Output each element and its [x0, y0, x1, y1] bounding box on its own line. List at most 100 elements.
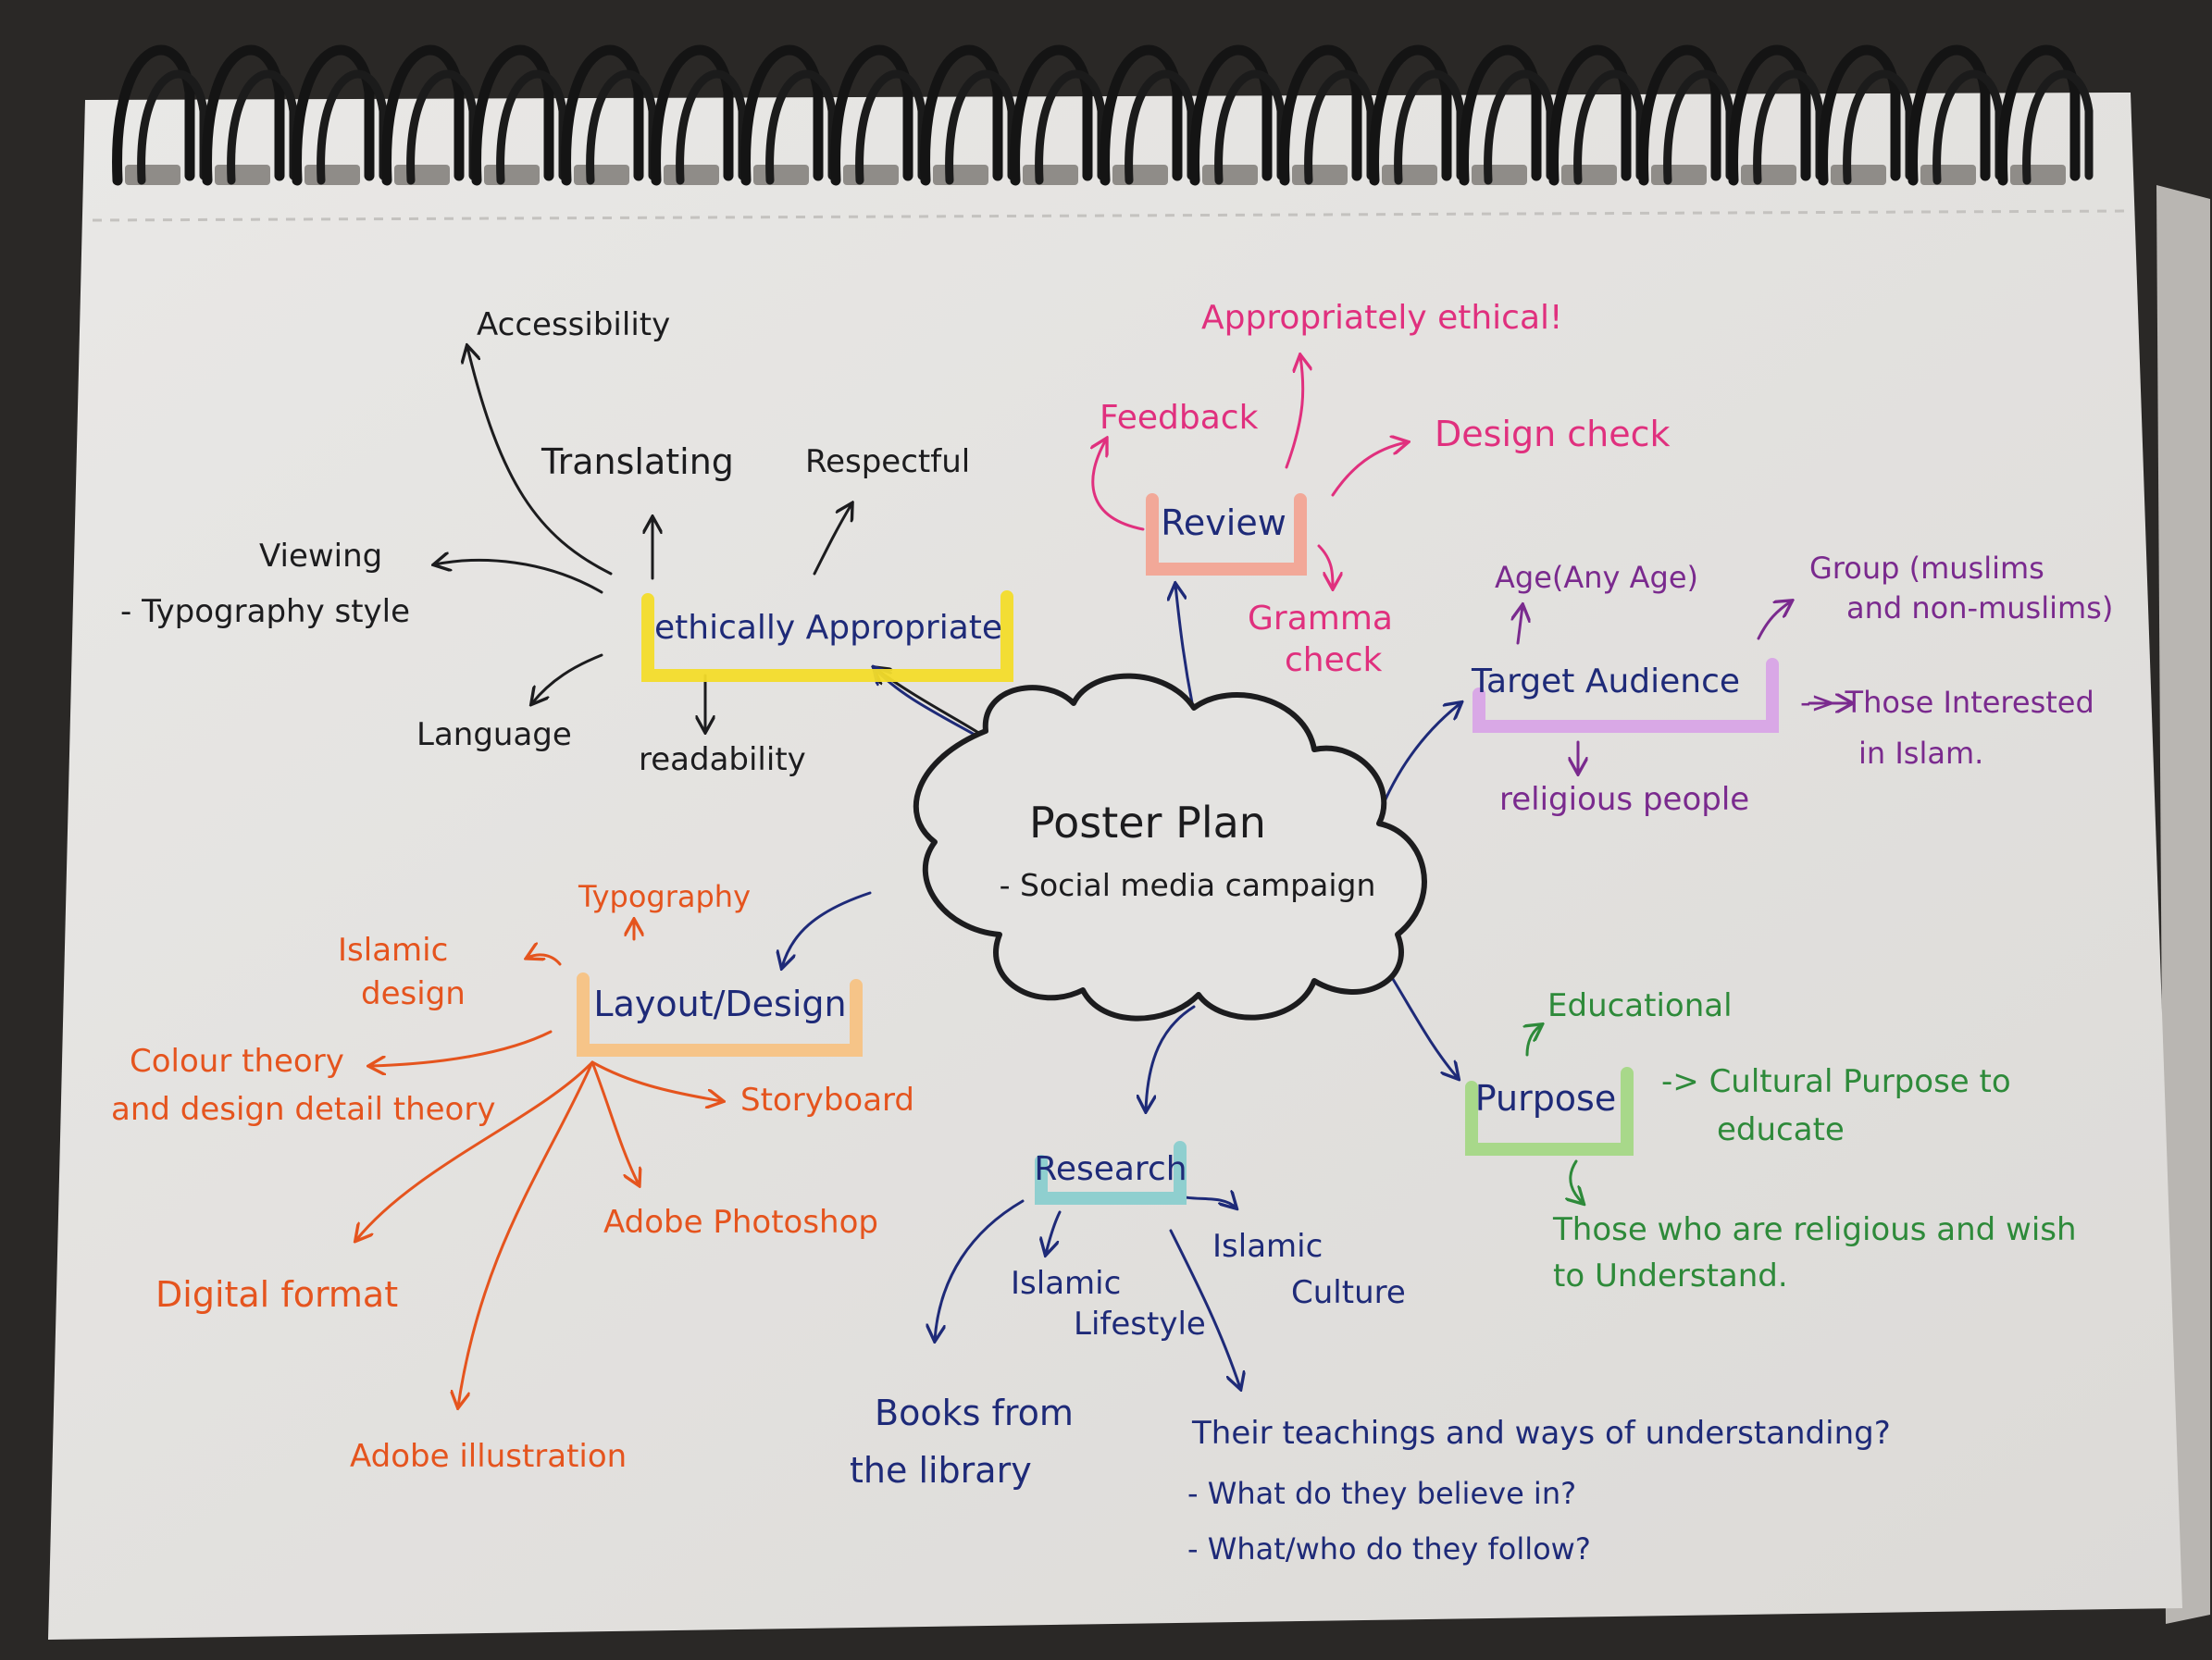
spiral-coil-inner	[1304, 69, 1375, 185]
audience-age: Age(Any Age)	[1495, 560, 1698, 595]
review-check: check	[1285, 641, 1383, 679]
spiral-hole	[933, 165, 988, 185]
review-connectors	[1093, 356, 1407, 588]
ethics-typography-style: - Typography style	[120, 593, 410, 630]
layout-islamic-line1: Islamic	[338, 932, 448, 969]
review-label: Review	[1161, 502, 1286, 543]
layout-photoshop: Adobe Photoshop	[603, 1204, 878, 1241]
ethics-accessibility: Accessibility	[477, 306, 670, 343]
spiral-hole	[1741, 165, 1796, 185]
spiral-coil-inner	[765, 69, 837, 185]
center-cloud-outline	[913, 673, 1427, 1022]
spiral-coil-inner	[1663, 69, 1734, 185]
audience-interested-line1: -> Those Interested	[1800, 685, 2094, 720]
ethics-language: Language	[416, 716, 572, 753]
layout-islamic-line2: design	[361, 975, 466, 1012]
perforation-line	[92, 209, 2130, 222]
audience-label: Target Audience	[1471, 663, 1740, 700]
audience-branch: Target Audience Age(Any Age) Group (musl…	[1471, 551, 2113, 818]
audience-interested-line2: in Islam.	[1858, 736, 1983, 771]
ethics-viewing: Viewing	[259, 538, 382, 575]
purpose-cultural-line1: -> Cultural Purpose to	[1661, 1063, 2011, 1100]
spiral-hole	[664, 165, 719, 185]
spiral-coil-inner	[855, 69, 926, 185]
purpose-label: Purpose	[1475, 1078, 1617, 1119]
layout-digital-format: Digital format	[155, 1274, 398, 1315]
layout-branch: Layout/Design Typography Islamic design …	[111, 879, 914, 1475]
spiral-hole	[1831, 165, 1886, 185]
spiral-hole	[125, 165, 180, 185]
spiral-coil-inner	[137, 69, 208, 185]
research-label: Research	[1034, 1150, 1187, 1188]
purpose-cultural-line2: educate	[1717, 1111, 1845, 1148]
center-subtitle: - Social media campaign	[1000, 867, 1376, 903]
spiral-hole	[1112, 165, 1168, 185]
spiral-hole	[1292, 165, 1348, 185]
layout-colour-line1: Colour theory	[130, 1043, 344, 1080]
audience-group-line1: Group (muslims	[1809, 551, 2044, 586]
ethics-box	[641, 590, 1013, 682]
spiral-coil-inner	[1932, 69, 2004, 185]
research-books-line1: Books from	[875, 1393, 1074, 1433]
ethics-readability: readability	[639, 741, 806, 778]
research-lifestyle-line2: Lifestyle	[1074, 1306, 1206, 1343]
spiral-binding	[112, 44, 2094, 186]
spiral-coil-inner	[1125, 69, 1196, 185]
research-books-line2: the library	[850, 1450, 1032, 1491]
spiral-coil-inner	[1843, 69, 1914, 185]
layout-colour-line2: and design detail theory	[111, 1091, 495, 1128]
spiral-hole	[1202, 165, 1258, 185]
ethics-label: ethically Appropriate	[654, 609, 1002, 647]
research-follow: - What/who do they follow?	[1187, 1531, 1591, 1567]
research-believe: - What do they believe in?	[1187, 1476, 1576, 1511]
audience-connectors	[1518, 601, 1851, 773]
spiral-coil-inner	[2022, 69, 2094, 185]
purpose-connectors	[1527, 1025, 1583, 1203]
spiral-hole	[843, 165, 899, 185]
research-lifestyle-line1: Islamic	[1011, 1265, 1121, 1302]
spiral-hole	[1561, 165, 1617, 185]
layout-connectors	[356, 921, 722, 1406]
spiral-coil-inner	[586, 69, 657, 185]
spiral-hole	[753, 165, 809, 185]
spiral-hole	[1472, 165, 1527, 185]
review-gramma: Gramma	[1248, 600, 1393, 638]
spiral-coil-inner	[945, 69, 1016, 185]
spiral-hole	[1023, 165, 1078, 185]
spiral-hole	[484, 165, 540, 185]
ethics-branch: ethically Appropriate Accessibility Tran…	[120, 306, 1002, 778]
spiral-coil-inner	[1753, 69, 1824, 185]
spiral-hole	[574, 165, 629, 185]
purpose-box	[1465, 1067, 1634, 1156]
spiral-hole	[1920, 165, 1976, 185]
review-branch: Review Appropriately ethical! Feedback D…	[1100, 299, 1671, 679]
spiral-hole	[304, 165, 360, 185]
spiral-hole	[1382, 165, 1437, 185]
spiral-hole	[215, 165, 270, 185]
review-feedback: Feedback	[1100, 399, 1259, 437]
spiral-hole	[2010, 165, 2066, 185]
spiral-coil-inner	[1484, 69, 1555, 185]
spiral-coil-inner	[496, 69, 567, 185]
audience-group-line2: and non-muslims)	[1846, 590, 2113, 626]
research-culture-line1: Islamic	[1212, 1228, 1323, 1265]
layout-storyboard: Storyboard	[740, 1082, 914, 1119]
spiral-coil-inner	[317, 69, 388, 185]
purpose-those-line2: to Understand.	[1553, 1257, 1788, 1295]
audience-religious-people: religious people	[1499, 781, 1749, 818]
research-culture-line2: Culture	[1291, 1274, 1406, 1311]
review-design-check: Design check	[1435, 414, 1671, 454]
layout-box	[577, 972, 863, 1057]
layout-label: Layout/Design	[593, 984, 846, 1024]
layout-typography: Typography	[578, 879, 751, 914]
spiral-coil-inner	[1573, 69, 1645, 185]
research-teachings: Their teachings and ways of understandin…	[1191, 1415, 1891, 1452]
research-branch: Research Islamic Lifestyle Islamic Cultu…	[850, 1150, 1891, 1567]
spiral-coil-inner	[406, 69, 478, 185]
purpose-branch: Purpose Educational -> Cultural Purpose …	[1475, 987, 2077, 1295]
ethics-respectful: Respectful	[805, 443, 970, 480]
spiral-hole	[394, 165, 450, 185]
layout-illustration: Adobe illustration	[350, 1438, 627, 1475]
ethics-translating: Translating	[541, 441, 734, 482]
